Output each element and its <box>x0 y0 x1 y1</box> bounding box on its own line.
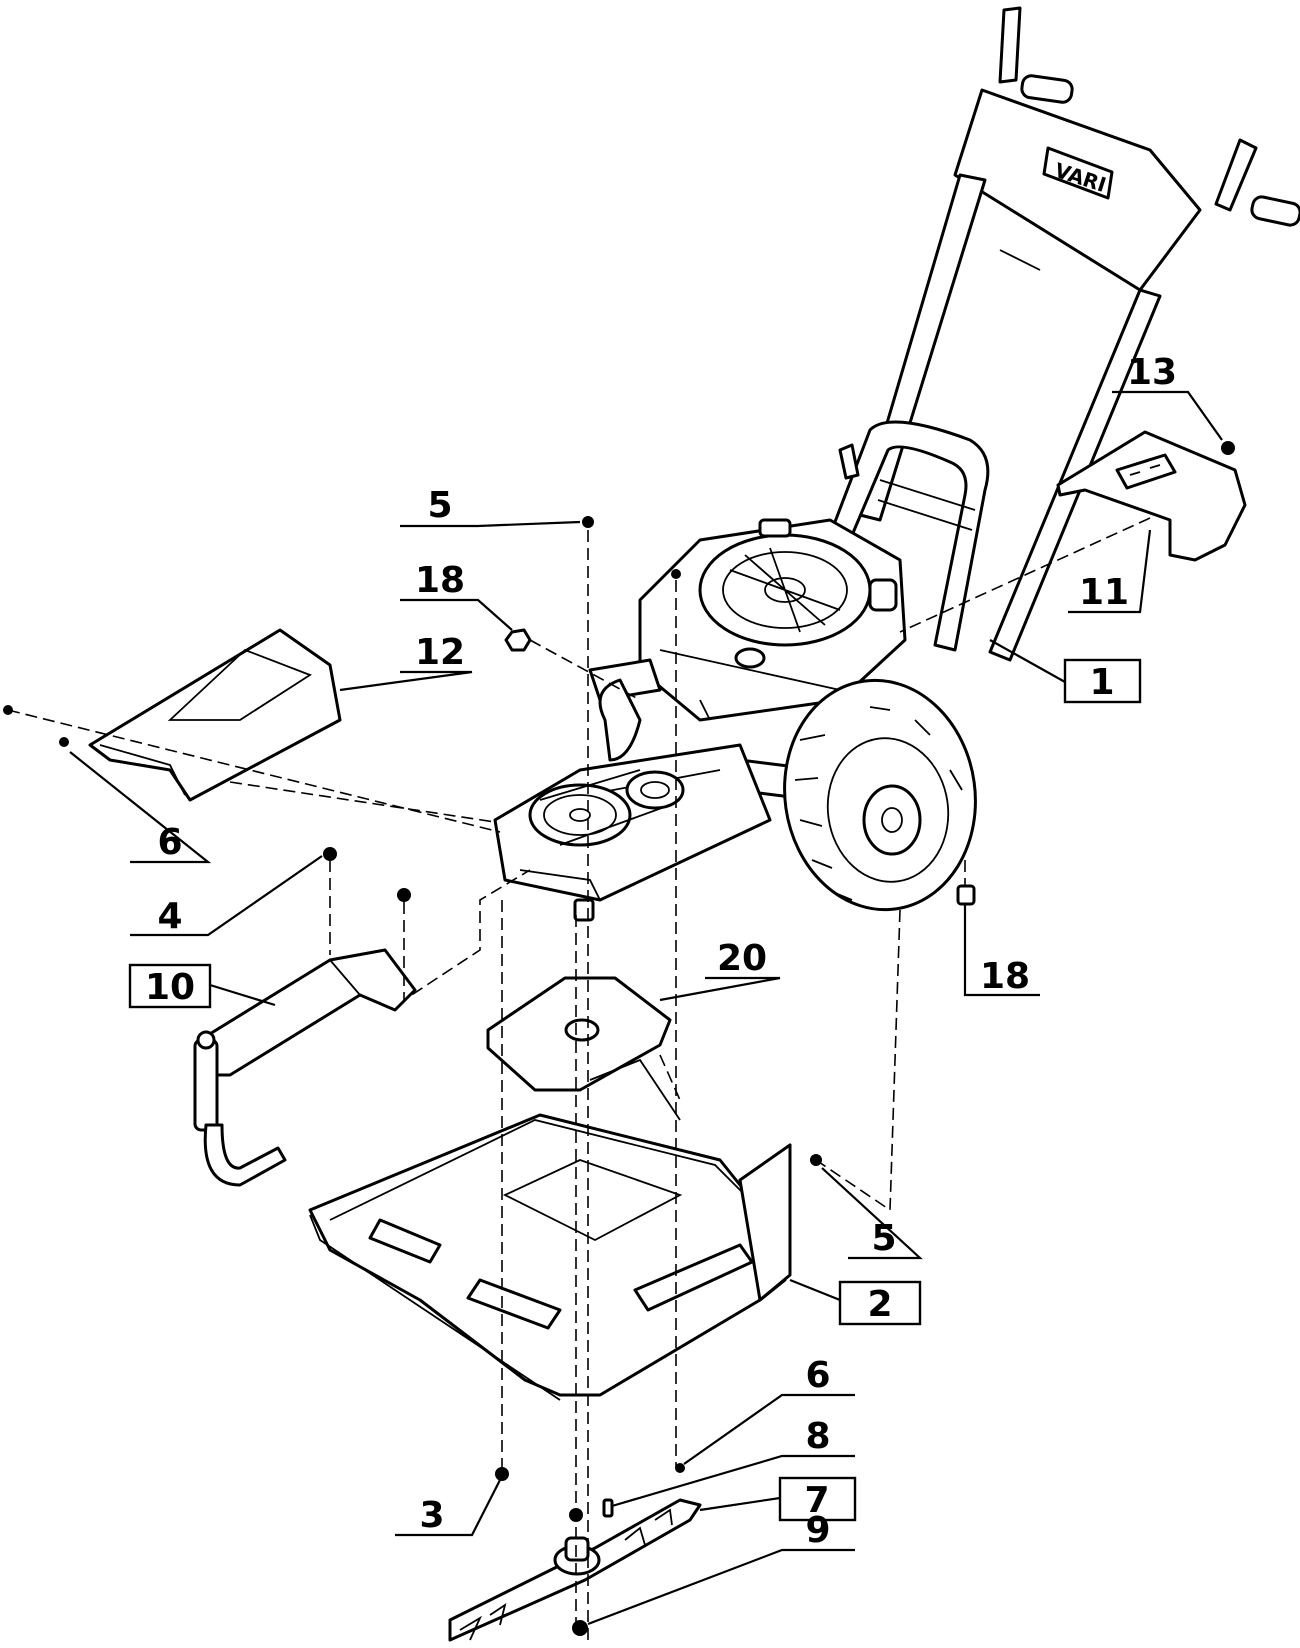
callout-1: 1 <box>1089 662 1114 703</box>
leader-lines <box>69 390 1223 1626</box>
nut-4 <box>323 847 337 861</box>
screw-6-left-a <box>3 705 13 715</box>
callout-5-right: 5 <box>871 1218 896 1259</box>
nut-4-b <box>397 888 411 902</box>
callout-5-top: 5 <box>427 485 452 526</box>
callout-4: 4 <box>157 896 182 937</box>
screw-6-bottom <box>675 1463 685 1473</box>
rear-guard-11 <box>1056 430 1247 562</box>
callout-20: 20 <box>717 938 767 979</box>
adjust-lever-10 <box>193 948 417 1187</box>
callout-box-7 <box>778 1476 857 1522</box>
nut-13 <box>1221 441 1235 455</box>
deck-decal-right <box>633 1243 754 1312</box>
callout-10: 10 <box>145 967 195 1008</box>
drive-wheel <box>783 678 977 912</box>
callout-box-10 <box>128 963 212 1009</box>
callout-7: 7 <box>804 1480 829 1521</box>
nut-18-right <box>956 884 976 906</box>
callout-18-left: 18 <box>415 560 465 601</box>
deck-decal-left <box>368 1218 442 1264</box>
bolt-9 <box>572 1620 588 1636</box>
callout-12: 12 <box>415 632 465 673</box>
nut-18-left <box>504 628 532 652</box>
front-shroud-12 <box>88 628 342 802</box>
gasket-plate-20 <box>486 976 672 1092</box>
callout-11: 11 <box>1079 572 1129 613</box>
callout-8: 8 <box>805 1416 830 1457</box>
mower-deck-2 <box>308 1058 792 1401</box>
bolt-3 <box>495 1467 509 1481</box>
callout-18-right: 18 <box>980 956 1030 997</box>
callout-13: 13 <box>1127 352 1177 393</box>
engine-chassis <box>493 518 907 922</box>
assembly-lines <box>7 517 1151 1640</box>
key-8 <box>602 1498 614 1518</box>
callout-3: 3 <box>419 1495 444 1536</box>
callout-2: 2 <box>867 1284 892 1325</box>
handlebar-assembly: VARI <box>828 6 1300 662</box>
callout-box-1 <box>1063 658 1142 704</box>
callout-9: 9 <box>805 1510 830 1551</box>
callout-box-2 <box>838 1280 922 1326</box>
callout-6-bottom: 6 <box>805 1355 830 1396</box>
screw-6-left-b <box>59 737 69 747</box>
nut-5-top <box>582 516 594 528</box>
callout-6-left: 6 <box>157 822 182 863</box>
deck-decal-center <box>466 1278 562 1330</box>
